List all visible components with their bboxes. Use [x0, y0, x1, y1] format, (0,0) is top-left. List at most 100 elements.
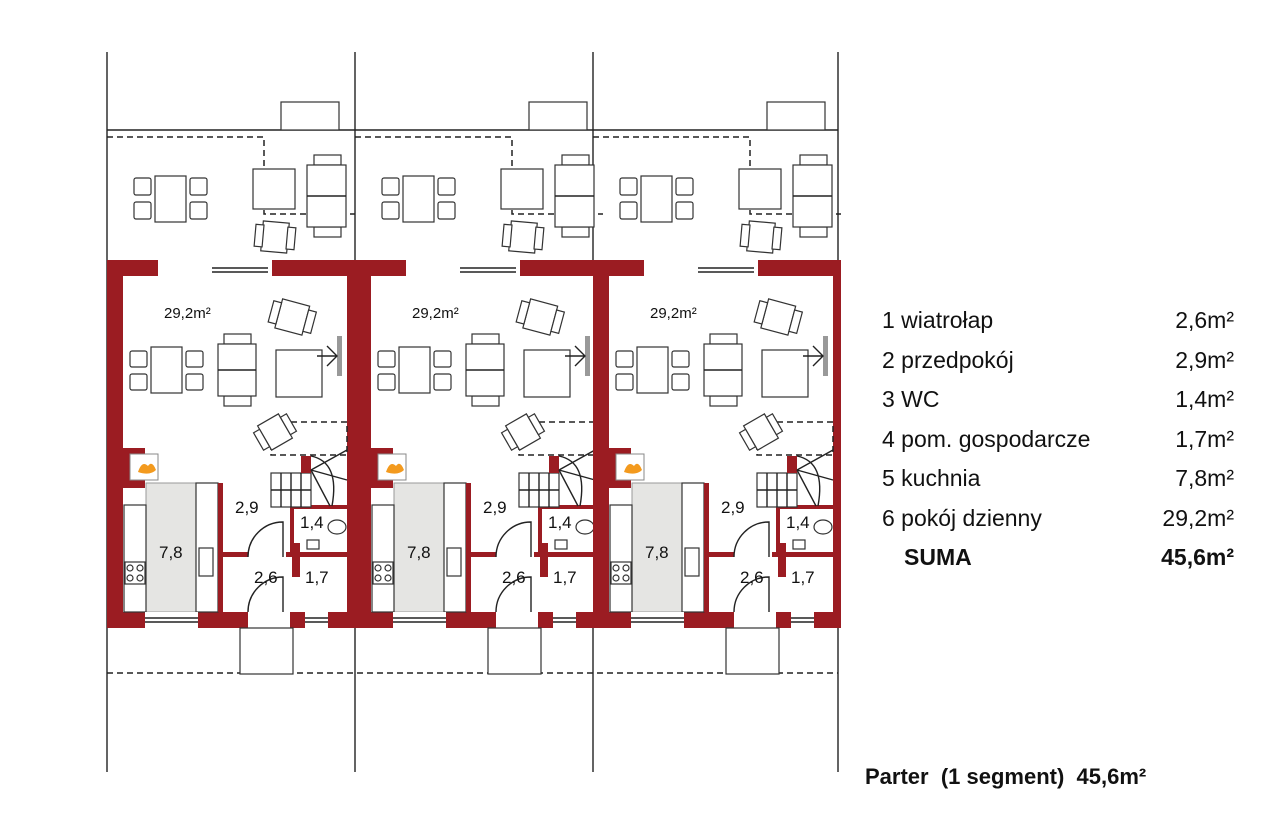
kitchen-window [631, 612, 684, 628]
stove [372, 561, 394, 585]
floor-summary: Parter (1 segment) 45,6m² [865, 764, 1147, 789]
fire-icon [386, 463, 404, 474]
label-hall: 2,9 [721, 498, 745, 517]
dining-set [615, 346, 690, 394]
label-hall: 2,9 [235, 498, 259, 517]
label-hall: 2,9 [483, 498, 507, 517]
garden-sofa [554, 154, 595, 238]
total-area: 45,6m² [1161, 544, 1234, 570]
room-area: 29,2m² [1162, 504, 1234, 531]
garden-sofa [792, 154, 833, 238]
house-segment-2: 29,2m² 2,9 7,8 2,6 1,4 1,7 [355, 101, 603, 675]
legend-row: 5 kuchnia 7,8m² [882, 464, 1234, 504]
armchair [753, 298, 804, 336]
sink [198, 547, 214, 577]
room-name: 2 przedpokój [882, 346, 1014, 373]
label-wc: 1,4 [548, 513, 572, 532]
kitchen-window [393, 612, 446, 628]
toilet [813, 519, 833, 535]
sink [684, 547, 700, 577]
room-area: 2,6m² [1175, 307, 1234, 333]
entrance-door [495, 576, 532, 613]
chimney [540, 543, 548, 577]
label-utility: 1,7 [553, 568, 577, 587]
garden-dining-set [381, 175, 456, 223]
entrance-step [239, 627, 294, 675]
house-segment-1: 29,2m² 2,9 7,8 2,6 1,4 1,7 [107, 101, 355, 675]
room-area: 2,9m² [1175, 346, 1234, 373]
planter [528, 101, 588, 131]
legend-row: 1 wiatrołap 2,6m² [882, 306, 1234, 346]
armchair [267, 298, 318, 336]
chimney [778, 543, 786, 577]
sofa [217, 333, 257, 407]
room-name: 5 kuchnia [882, 465, 981, 491]
tv [803, 336, 828, 376]
utility-window [553, 612, 576, 628]
label-wc: 1,4 [786, 513, 810, 532]
dining-set [377, 346, 452, 394]
armchair [515, 298, 566, 336]
label-living: 29,2m² [164, 305, 211, 322]
garden-armchair [501, 220, 545, 254]
kitchen-cabinets [371, 504, 395, 613]
label-living: 29,2m² [650, 305, 697, 322]
coffee-table [275, 349, 323, 398]
reading-chair [738, 413, 784, 451]
washbasin [306, 539, 320, 550]
garden-table [738, 168, 782, 210]
chimney [292, 543, 300, 577]
coffee-table [523, 349, 571, 398]
sink [446, 547, 462, 577]
staircase [518, 421, 596, 508]
garden-armchair [739, 220, 783, 254]
label-kitchen: 7,8 [159, 543, 183, 562]
washbasin [554, 539, 568, 550]
utility-window [305, 612, 328, 628]
label-living: 29,2m² [412, 305, 459, 322]
hall-door [247, 521, 284, 558]
garden-table [500, 168, 544, 210]
kitchen-cabinets [123, 504, 147, 613]
tv [565, 336, 590, 376]
room-area: 1,7m² [1175, 425, 1234, 452]
entrance-door [733, 576, 770, 613]
legend-total-row: SUMA 45,6m² [882, 543, 1234, 583]
kitchen-window [145, 612, 198, 628]
kitchen-floor [631, 482, 683, 613]
washbasin [792, 539, 806, 550]
legend-row: 2 przedpokój 2,9m² [882, 346, 1234, 386]
garden-dining-set [133, 175, 208, 223]
total-label: SUMA [904, 544, 972, 570]
label-vestibule: 2,6 [502, 568, 526, 587]
label-kitchen: 7,8 [645, 543, 669, 562]
garden-sofa [306, 154, 347, 238]
tv [317, 336, 342, 376]
sofa [465, 333, 505, 407]
room-name: 1 wiatrołap [882, 307, 994, 333]
utility-window [791, 612, 814, 628]
garden-dining-set [619, 175, 694, 223]
kitchen-cabinets [609, 504, 633, 613]
stove [610, 561, 632, 585]
garden-armchair [253, 220, 297, 254]
room-area: 1,4m² [1175, 386, 1234, 412]
dining-set [129, 346, 204, 394]
label-vestibule: 2,6 [254, 568, 278, 587]
entrance-door [247, 576, 284, 613]
sofa [703, 333, 743, 407]
hall-door [495, 521, 532, 558]
planter [280, 101, 340, 131]
planter [766, 101, 826, 131]
toilet [327, 519, 347, 535]
room-area: 7,8m² [1175, 465, 1234, 491]
fire-icon [138, 463, 156, 474]
label-vestibule: 2,6 [740, 568, 764, 587]
legend-row: 6 pokój dzienny 29,2m² [882, 504, 1234, 544]
room-name: 6 pokój dzienny [882, 504, 1042, 531]
reading-chair [252, 413, 298, 451]
stove [124, 561, 146, 585]
